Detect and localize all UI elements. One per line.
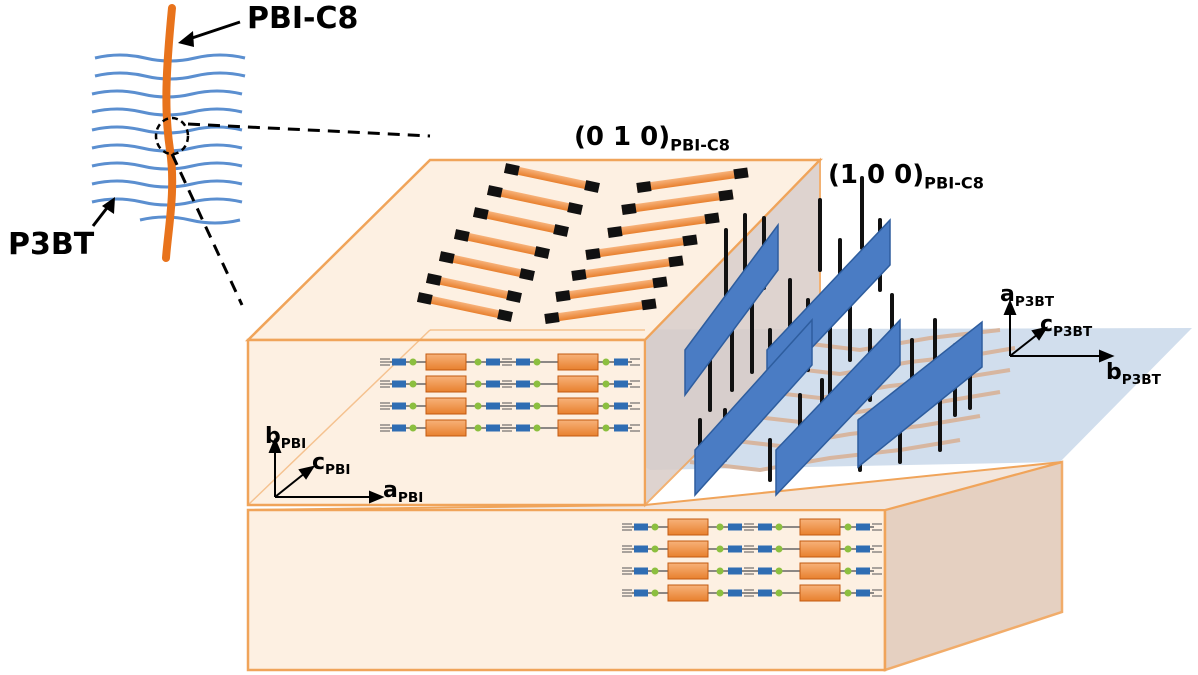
axis-b-p3bt-sub: P3BT	[1122, 372, 1161, 388]
axis-a-p3bt-sub: P3BT	[1015, 294, 1054, 310]
pbi-arrowhead	[178, 31, 194, 47]
axis-a-pbi-main: a	[383, 478, 398, 503]
axis-c-p3bt-sub: P3BT	[1053, 324, 1092, 340]
axis-a-p3bt: aP3BT	[1000, 284, 1054, 309]
plane-100-sub: PBI-C8	[924, 174, 984, 193]
axis-b-pbi: bPBI	[265, 426, 306, 451]
pbi-arrow	[186, 22, 240, 40]
axis-a-pbi-sub: PBI	[398, 490, 423, 506]
zoom-line-bottom	[172, 154, 242, 305]
axis-a-pbi: aPBI	[383, 480, 423, 505]
plane-010-label: (0 1 0)PBI-C8	[574, 124, 730, 154]
axis-b-p3bt-main: b	[1106, 360, 1122, 385]
plane-010-main: (0 1 0)	[574, 122, 670, 152]
axis-c-pbi-main: c	[312, 450, 325, 475]
pbi-fiber	[166, 8, 172, 258]
axis-b-pbi-sub: PBI	[281, 436, 306, 452]
axis-c-pbi: cPBI	[312, 452, 351, 477]
plane-100-label: (1 0 0)PBI-C8	[828, 162, 984, 192]
p3bt-label: P3BT	[8, 230, 94, 260]
axis-c-p3bt: cP3BT	[1040, 314, 1092, 339]
pbi-c8-label: PBI-C8	[247, 4, 358, 34]
bottom-slab-front	[248, 510, 885, 670]
axis-b-pbi-main: b	[265, 424, 281, 449]
plane-100-main: (1 0 0)	[828, 160, 924, 190]
axis-a-p3bt-main: a	[1000, 282, 1015, 307]
axis-b-p3bt: bP3BT	[1106, 362, 1161, 387]
axis-c-p3bt-main: c	[1040, 312, 1053, 337]
axis-c-pbi-sub: PBI	[325, 462, 350, 478]
plane-010-sub: PBI-C8	[670, 136, 730, 155]
